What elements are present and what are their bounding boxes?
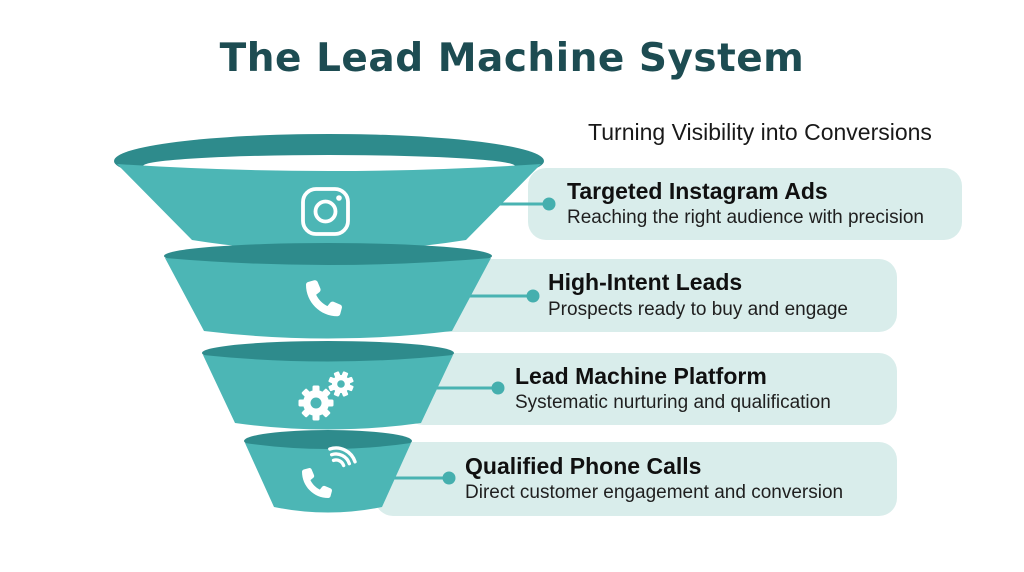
stage-title: Lead Machine Platform — [515, 362, 767, 389]
stage-card-targeted-instagram-ads: Targeted Instagram Ads Reaching the righ… — [528, 168, 962, 240]
gears-icon — [298, 371, 354, 421]
page-subtitle: Turning Visibility into Conversions — [588, 119, 932, 145]
instagram-icon — [301, 187, 350, 236]
stage-card-qualified-phone-calls: Qualified Phone Calls Direct customer en… — [375, 442, 897, 516]
page-title: The Lead Machine System — [219, 36, 805, 81]
stage-title: Qualified Phone Calls — [465, 452, 702, 479]
connector-lines — [383, 202, 547, 480]
stage-card-lead-machine-platform: Lead Machine Platform Systematic nurturi… — [405, 353, 897, 425]
phone-call-icon — [302, 446, 357, 499]
phone-icon — [306, 280, 342, 317]
stage-description: Prospects ready to buy and engage — [548, 298, 848, 320]
stage-description: Reaching the right audience with precisi… — [567, 207, 924, 229]
stage-description: Direct customer engagement and conversio… — [465, 482, 844, 504]
stage-title: High-Intent Leads — [548, 269, 743, 296]
funnel-stage-1 — [114, 134, 544, 251]
stage-card-high-intent-leads: High-Intent Leads Prospects ready to buy… — [430, 259, 897, 332]
stage-title: Targeted Instagram Ads — [567, 177, 828, 204]
stage-description: Systematic nurturing and qualification — [515, 392, 831, 414]
